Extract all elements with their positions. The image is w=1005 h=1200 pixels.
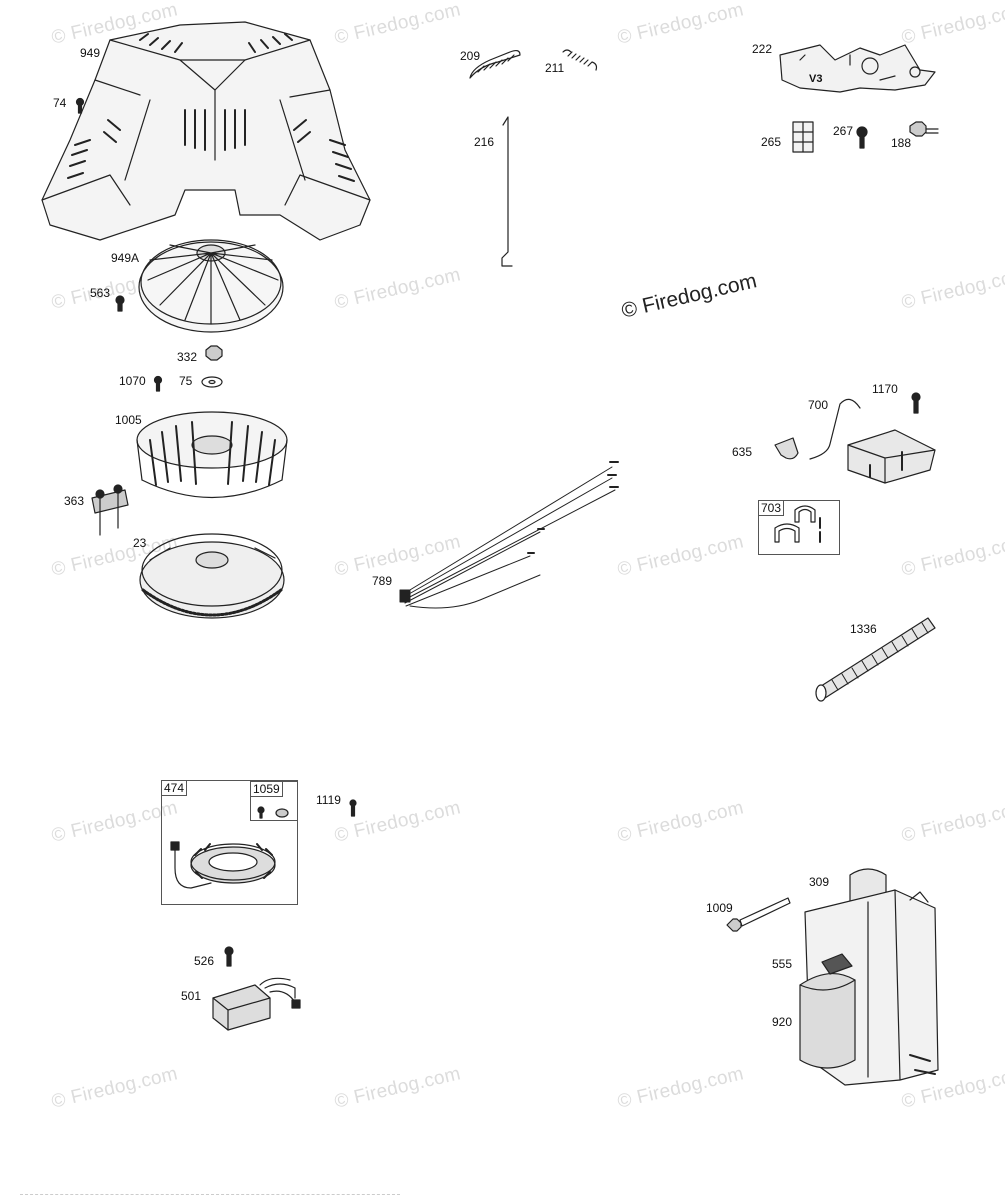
part-label-74[interactable]: 74 xyxy=(53,96,67,110)
starter-motor-309-drawing xyxy=(799,868,939,1086)
spring-209-drawing xyxy=(469,49,521,79)
part-label-474[interactable]: 474 xyxy=(162,781,188,796)
bracket-363-drawing xyxy=(91,484,129,536)
screw-1070-drawing xyxy=(153,375,163,392)
part-label-501[interactable]: 501 xyxy=(181,989,202,1003)
part-label-75[interactable]: 75 xyxy=(179,374,193,388)
stator-474-drawing xyxy=(170,841,276,889)
part-label-1336[interactable]: 1336 xyxy=(850,622,877,636)
ignition-coil-700-drawing xyxy=(809,398,936,484)
screw-267-drawing xyxy=(856,126,868,149)
screw-1119-drawing xyxy=(349,799,357,817)
washer-75-drawing xyxy=(201,376,223,388)
wire-harness-789-drawing xyxy=(399,461,619,609)
part-label-920[interactable]: 920 xyxy=(772,1015,793,1029)
spark-plug-cap-635-drawing xyxy=(774,437,799,460)
part-label-188[interactable]: 188 xyxy=(891,136,912,150)
part-label-211[interactable]: 211 xyxy=(545,61,565,75)
part-label-222[interactable]: 222 xyxy=(752,42,773,56)
fan-1005-drawing xyxy=(136,411,288,498)
fan-screen-drawing xyxy=(138,239,284,333)
part-label-1170[interactable]: 1170 xyxy=(872,382,898,396)
blower-housing-drawing xyxy=(41,21,371,241)
regulator-501-drawing xyxy=(212,977,301,1031)
part-label-789[interactable]: 789 xyxy=(372,574,393,588)
part-label-703[interactable]: 703 xyxy=(759,501,785,516)
part-label-363[interactable]: 363 xyxy=(64,494,85,508)
nut-332-drawing xyxy=(205,345,223,361)
v3-marking: V3 xyxy=(809,73,823,85)
clips-703-drawing xyxy=(774,505,821,543)
part-label-526[interactable]: 526 xyxy=(194,954,215,968)
screw-563-drawing xyxy=(115,295,125,312)
part-label-332[interactable]: 332 xyxy=(177,350,198,364)
screw-1059-drawing xyxy=(257,806,265,819)
part-label-555[interactable]: 555 xyxy=(772,957,793,971)
part-label-1059[interactable]: 1059 xyxy=(251,782,283,797)
part-label-1070[interactable]: 1070 xyxy=(119,374,146,388)
part-label-23[interactable]: 23 xyxy=(133,536,147,550)
clip-kit-box: 703 xyxy=(758,500,840,555)
flywheel-23-drawing xyxy=(139,533,285,619)
part-label-265[interactable]: 265 xyxy=(761,135,782,149)
part-label-1009[interactable]: 1009 xyxy=(706,901,733,915)
hose-1336-drawing xyxy=(815,617,936,702)
screw-1170-drawing xyxy=(911,392,921,414)
washer-1059-drawing xyxy=(275,808,289,818)
part-265-drawing xyxy=(792,121,814,153)
part-label-1005[interactable]: 1005 xyxy=(115,413,142,427)
part-label-209[interactable]: 209 xyxy=(460,49,481,63)
part-label-700[interactable]: 700 xyxy=(808,398,829,412)
bolt-1009-drawing xyxy=(726,897,791,932)
link-216-drawing xyxy=(501,116,513,267)
stator-kit-box: 474 1059 xyxy=(161,780,298,905)
part-label-1119[interactable]: 1119 xyxy=(316,793,341,807)
part-label-635[interactable]: 635 xyxy=(732,445,753,459)
subkit-box-1059: 1059 xyxy=(250,781,298,821)
bracket-222-drawing xyxy=(779,44,936,93)
part-label-563[interactable]: 563 xyxy=(90,286,111,300)
part-label-949[interactable]: 949 xyxy=(80,46,101,60)
bolt-74-drawing xyxy=(75,97,85,114)
bottom-rule xyxy=(20,1194,400,1195)
part-label-949A[interactable]: 949A xyxy=(111,251,140,265)
bolt-188-drawing xyxy=(909,121,939,137)
screw-526-drawing xyxy=(224,946,234,967)
part-label-309[interactable]: 309 xyxy=(809,875,830,889)
spring-211-drawing xyxy=(562,49,598,71)
part-label-216[interactable]: 216 xyxy=(474,135,495,149)
part-label-267[interactable]: 267 xyxy=(833,124,854,138)
